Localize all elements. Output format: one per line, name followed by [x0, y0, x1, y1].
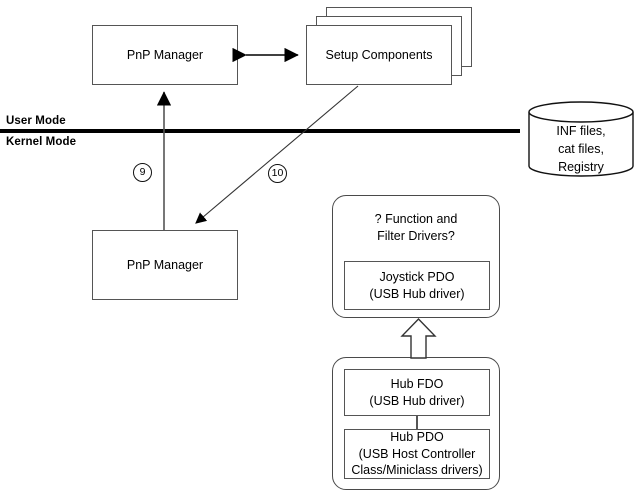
function-filter-drivers-label: ? Function and Filter Drivers? [374, 212, 458, 243]
cylinder-shape [528, 101, 634, 177]
step-marker-9: 9 [133, 163, 152, 182]
step-marker-10: 10 [268, 164, 287, 183]
hub-pdo-label: Hub PDO (USB Host Controller Class/Minic… [351, 430, 483, 478]
step-marker-10-label: 10 [271, 167, 284, 180]
hub-fdo-label: Hub FDO (USB Hub driver) [369, 377, 465, 408]
step-marker-9-label: 9 [139, 166, 146, 179]
user-mode-label: User Mode [6, 115, 66, 127]
mode-divider-line [0, 129, 520, 133]
hub-fdo-box[interactable]: Hub FDO (USB Hub driver) [344, 369, 490, 416]
kernel-mode-label: Kernel Mode [6, 136, 77, 148]
datastore-label: INF files, cat files, Registry [556, 124, 606, 174]
hub-pdo-box[interactable]: Hub PDO (USB Host Controller Class/Minic… [344, 429, 490, 479]
inf-files-datastore: INF files, cat files, Registry [528, 101, 634, 177]
setup-components-label: Setup Components [325, 47, 433, 62]
pnp-manager-user-label: PnP Manager [126, 47, 204, 62]
pnp-manager-user-box[interactable]: PnP Manager [92, 25, 238, 85]
joystick-pdo-box[interactable]: Joystick PDO (USB Hub driver) [344, 261, 490, 310]
pnp-manager-kernel-box[interactable]: PnP Manager [92, 230, 238, 300]
setup-components-box[interactable]: Setup Components [306, 25, 452, 85]
joystick-pdo-label: Joystick PDO (USB Hub driver) [369, 270, 465, 301]
hub-to-joystick-block-arrow [400, 317, 437, 359]
hub-fdo-to-hub-pdo-connector [416, 416, 418, 429]
pnp-manager-kernel-label: PnP Manager [126, 257, 204, 272]
